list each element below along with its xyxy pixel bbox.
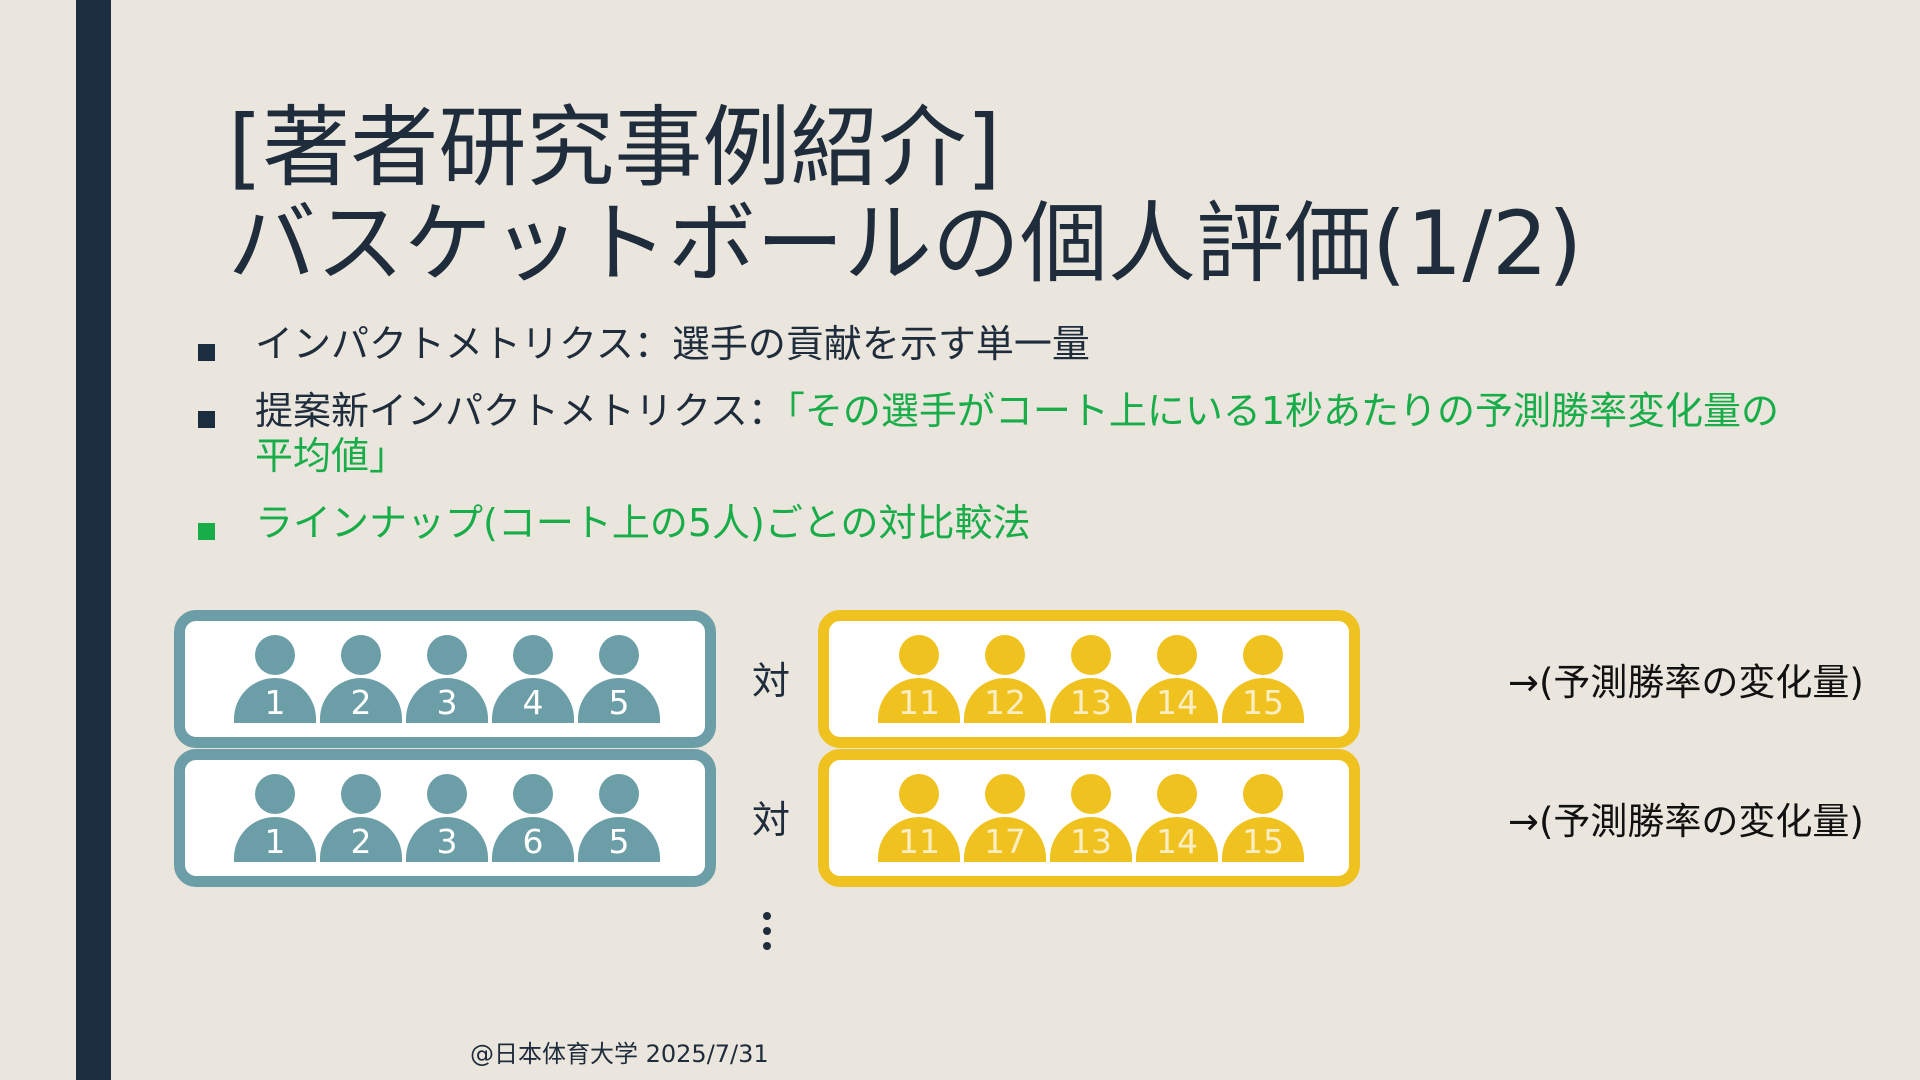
player-icon: 11 [878, 774, 960, 864]
player-number: 14 [1156, 683, 1198, 722]
player-number: 13 [1070, 683, 1112, 722]
player-number: 3 [436, 683, 458, 722]
player-icon: 2 [320, 635, 402, 725]
player-number: 11 [898, 822, 940, 861]
player-icon: 13 [1050, 635, 1132, 725]
result-label: →(予測勝率の変化量) [1508, 661, 1864, 704]
player-icon: 5 [578, 635, 660, 725]
bullet-text: ラインナップ(コート上の5人)ごとの対比較法 [255, 501, 1031, 545]
vertical-ellipsis-icon [763, 912, 773, 957]
bullet-text: インパクトメトリクス：選手の貢献を示す単一量 [255, 322, 1090, 366]
away-lineup-box: 11 17 13 14 15 [818, 749, 1360, 887]
player-icon: 14 [1136, 774, 1218, 864]
player-icon: 2 [320, 774, 402, 864]
title-line-2: バスケットボールの個人評価(1/2) [228, 192, 1583, 295]
player-icon: 5 [578, 774, 660, 864]
square-bullet-icon [198, 411, 215, 428]
slide-title: [著者研究事例紹介] バスケットボールの個人評価(1/2) [228, 100, 1582, 292]
player-number: 1 [264, 822, 286, 861]
title-line-1: [著者研究事例紹介] [228, 96, 1001, 199]
player-number: 4 [522, 683, 544, 722]
player-number: 5 [608, 683, 630, 722]
player-icon: 11 [878, 635, 960, 725]
player-icon: 1 [234, 635, 316, 725]
player-number: 14 [1156, 822, 1198, 861]
player-number: 2 [350, 822, 372, 861]
bullet-item: ラインナップ(コート上の5人)ごとの対比較法 [195, 501, 1755, 546]
player-number: 3 [436, 822, 458, 861]
bullet-item: インパクトメトリクス：選手の貢献を示す単一量 [195, 322, 1755, 367]
result-label: →(予測勝率の変化量) [1508, 800, 1864, 843]
player-number: 2 [350, 683, 372, 722]
player-number: 5 [608, 822, 630, 861]
home-lineup-box: 1 2 3 6 5 [174, 749, 716, 887]
player-icon: 4 [492, 635, 574, 725]
square-bullet-icon [198, 344, 215, 361]
player-number: 11 [898, 683, 940, 722]
home-lineup-box: 1 2 3 4 5 [174, 610, 716, 748]
versus-label: 対 [752, 659, 791, 703]
versus-label: 対 [752, 798, 791, 842]
away-lineup-box: 11 12 13 14 15 [818, 610, 1360, 748]
player-icon: 12 [964, 635, 1046, 725]
square-bullet-icon [198, 523, 215, 540]
player-icon: 15 [1222, 774, 1304, 864]
player-icon: 3 [406, 774, 488, 864]
player-icon: 6 [492, 774, 574, 864]
player-icon: 14 [1136, 635, 1218, 725]
player-number: 15 [1242, 683, 1284, 722]
bullet-text: 提案新インパクトメトリクス： [255, 389, 786, 433]
left-accent-bar [76, 0, 111, 1080]
bullet-item: 提案新インパクトメトリクス：「その選手がコート上にいる1秒あたりの予測勝率変化量… [195, 389, 1795, 479]
player-number: 15 [1242, 822, 1284, 861]
bullet-highlight-text: 「その選手がコート上にいる1秒あたりの予測勝率変化量の平均値」 [255, 389, 1780, 478]
player-icon: 3 [406, 635, 488, 725]
player-icon: 1 [234, 774, 316, 864]
player-icon: 17 [964, 774, 1046, 864]
footer-text: @日本体育大学 2025/7/31 [470, 1040, 769, 1068]
bullet-list: インパクトメトリクス：選手の貢献を示す単一量 提案新インパクトメトリクス：「その… [195, 322, 1779, 568]
player-number: 17 [984, 822, 1026, 861]
player-number: 12 [984, 683, 1026, 722]
player-icon: 15 [1222, 635, 1304, 725]
player-number: 6 [522, 822, 544, 861]
player-number: 1 [264, 683, 286, 722]
player-icon: 13 [1050, 774, 1132, 864]
player-number: 13 [1070, 822, 1112, 861]
